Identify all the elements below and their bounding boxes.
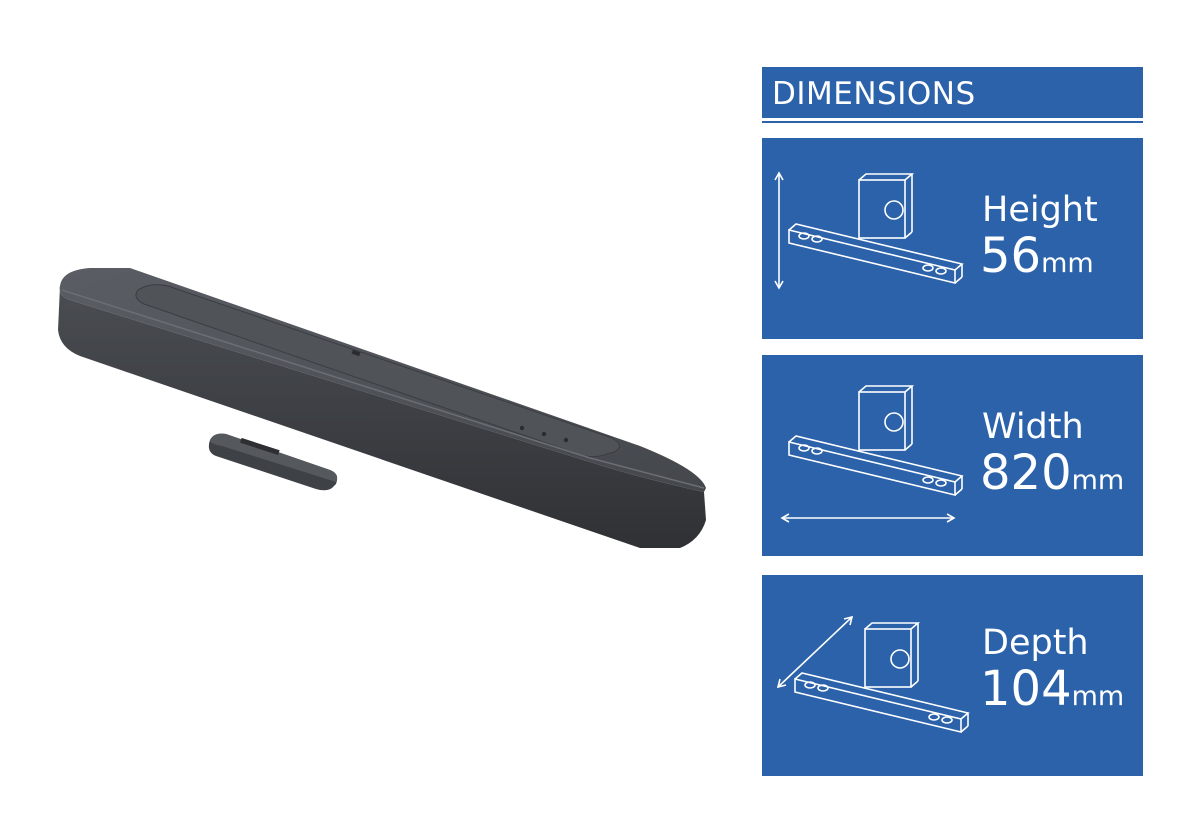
product-image <box>58 268 706 548</box>
depth-unit: mm <box>1071 681 1125 712</box>
depth-number: 104 <box>980 661 1072 717</box>
height-number: 56 <box>980 228 1042 284</box>
width-value: 820mm <box>980 445 1124 501</box>
height-diagram-icon <box>774 171 964 290</box>
height-value: 56mm <box>980 228 1094 284</box>
width-label: Width <box>982 407 1084 447</box>
dimensions-title: DIMENSIONS <box>772 76 976 112</box>
height-label: Height <box>982 190 1098 230</box>
depth-card: Depth 104mm <box>762 575 1143 776</box>
depth-value: 104mm <box>980 661 1124 717</box>
width-diagram-icon <box>780 385 964 523</box>
soundbar-product-image <box>58 268 706 548</box>
depth-diagram-icon <box>776 615 970 734</box>
width-number: 820 <box>980 445 1072 501</box>
height-card: Height 56mm <box>762 138 1143 339</box>
width-card: Width 820mm <box>762 355 1143 556</box>
depth-label: Depth <box>982 623 1089 663</box>
width-unit: mm <box>1071 465 1125 496</box>
height-unit: mm <box>1041 248 1094 279</box>
dimensions-header: DIMENSIONS <box>762 67 1143 118</box>
dimensions-panel: DIMENSIONS <box>762 67 1143 776</box>
header-divider <box>762 121 1143 123</box>
